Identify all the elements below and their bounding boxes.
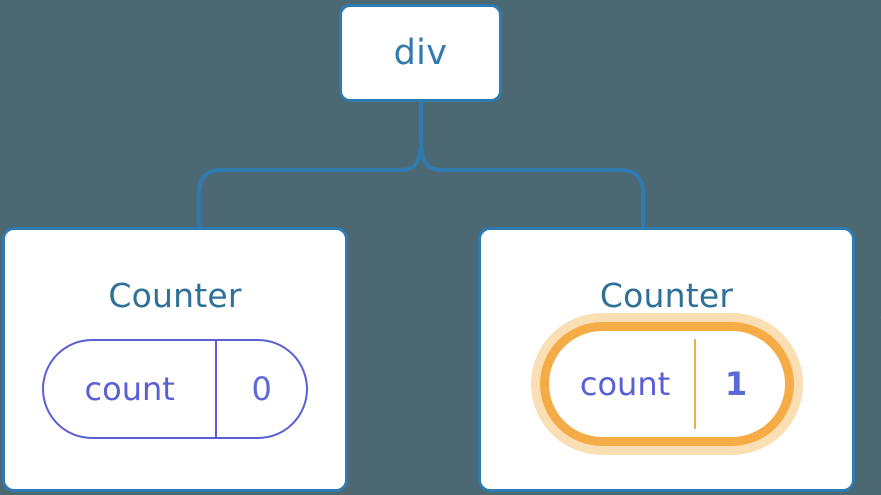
state-pill-right-wrap: count 1 xyxy=(530,313,881,455)
connector-left-branch xyxy=(197,138,423,231)
highlight-ring-outer xyxy=(530,313,803,455)
state-pill-right[interactable]: count 1 xyxy=(556,339,777,429)
node-counter-left[interactable]: Counter count 0 xyxy=(2,227,348,492)
state-pill-right-value-cell: 1 xyxy=(693,339,777,429)
state-value-label: 0 xyxy=(251,370,272,408)
connector-right-branch xyxy=(419,138,645,231)
node-div[interactable]: div xyxy=(339,4,502,102)
state-value-label: 1 xyxy=(724,365,748,403)
node-counter-right-title: Counter xyxy=(599,276,734,315)
node-counter-right[interactable]: Counter count 1 xyxy=(478,227,881,492)
state-pill-right-key-cell: count xyxy=(557,339,694,429)
state-key-label: count xyxy=(84,370,175,408)
state-pill-left[interactable]: count 0 xyxy=(42,339,308,439)
node-counter-left-title: Counter xyxy=(108,276,242,315)
state-pill-left-value-cell: 0 xyxy=(215,341,306,437)
state-pill-left-key-cell: count xyxy=(44,341,215,437)
state-key-label: count xyxy=(579,365,671,403)
state-pill-left-wrap: count 0 xyxy=(42,339,308,439)
node-div-label: div xyxy=(393,32,448,73)
